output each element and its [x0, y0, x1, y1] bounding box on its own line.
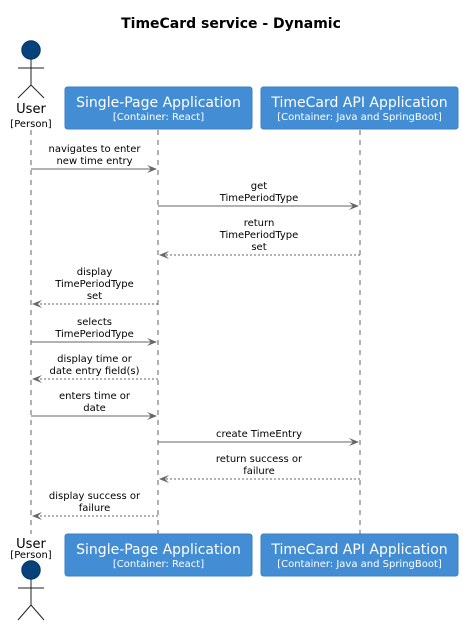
container-type-spa: [Container: React]: [113, 112, 204, 123]
message-label-line: return: [244, 218, 275, 229]
message-label-line: new time entry: [56, 156, 132, 167]
arrowhead-icon: [32, 300, 42, 308]
message-8: create TimeEntry: [158, 429, 359, 446]
person-icon: [17, 40, 45, 99]
message-label-line: display time or: [57, 354, 133, 365]
container-box-api: [260, 533, 459, 577]
participants-top: User[Person]Single-Page Application[Cont…: [10, 40, 459, 130]
actor-type-user: [Person]: [10, 119, 52, 130]
arrowhead-icon: [147, 338, 157, 346]
message-label-line: enters time or: [59, 391, 131, 402]
actor-name-user: User: [16, 102, 46, 117]
arrowhead-icon: [147, 165, 157, 173]
message-label-line: failure: [79, 503, 111, 514]
container-name-spa: Single-Page Application: [76, 542, 241, 558]
arrowhead-icon: [32, 375, 42, 383]
container-type-spa: [Container: React]: [113, 559, 204, 570]
diagram-title: TimeCard service - Dynamic: [121, 16, 341, 32]
message-label-line: create TimeEntry: [216, 429, 302, 440]
arrowhead-icon: [349, 438, 359, 446]
message-label-line: navigates to enter: [49, 144, 142, 155]
actor-name-user: User: [16, 537, 46, 552]
container-box-api: [260, 86, 459, 130]
message-label-line: failure: [243, 466, 275, 477]
message-label-line: set: [251, 242, 266, 253]
arrowhead-icon: [147, 412, 157, 420]
arrowhead-icon: [32, 512, 42, 520]
message-label-line: set: [87, 291, 102, 302]
container-type-api: [Container: Java and SpringBoot]: [277, 112, 442, 123]
message-label-line: selects: [77, 317, 112, 328]
lifelines: [30, 130, 361, 534]
container-name-api: TimeCard API Application: [270, 95, 447, 111]
container-name-spa: Single-Page Application: [76, 95, 241, 111]
message-label-line: display success or: [49, 491, 141, 502]
message-label-line: get: [251, 181, 268, 192]
arrowhead-icon: [159, 251, 169, 259]
message-label-line: date: [83, 403, 106, 414]
arrowhead-icon: [349, 202, 359, 210]
person-icon: [17, 560, 45, 621]
message-label-line: TimePeriodType: [219, 193, 299, 204]
container-box-spa: [64, 86, 253, 130]
message-label-line: TimePeriodType: [54, 329, 134, 340]
container-name-api: TimeCard API Application: [270, 542, 447, 558]
container-type-api: [Container: Java and SpringBoot]: [277, 559, 442, 570]
actor-type-user: [Person]: [10, 550, 52, 561]
message-label-line: return success or: [216, 454, 303, 465]
arrowhead-icon: [159, 475, 169, 483]
container-box-spa: [64, 533, 253, 577]
message-label-line: TimePeriodType: [219, 230, 299, 241]
message-label-line: display: [77, 267, 113, 278]
message-label-line: date entry field(s): [50, 366, 140, 377]
message-label-line: TimePeriodType: [54, 279, 134, 290]
participants-bottom: User[Person]Single-Page Application[Cont…: [10, 533, 459, 621]
